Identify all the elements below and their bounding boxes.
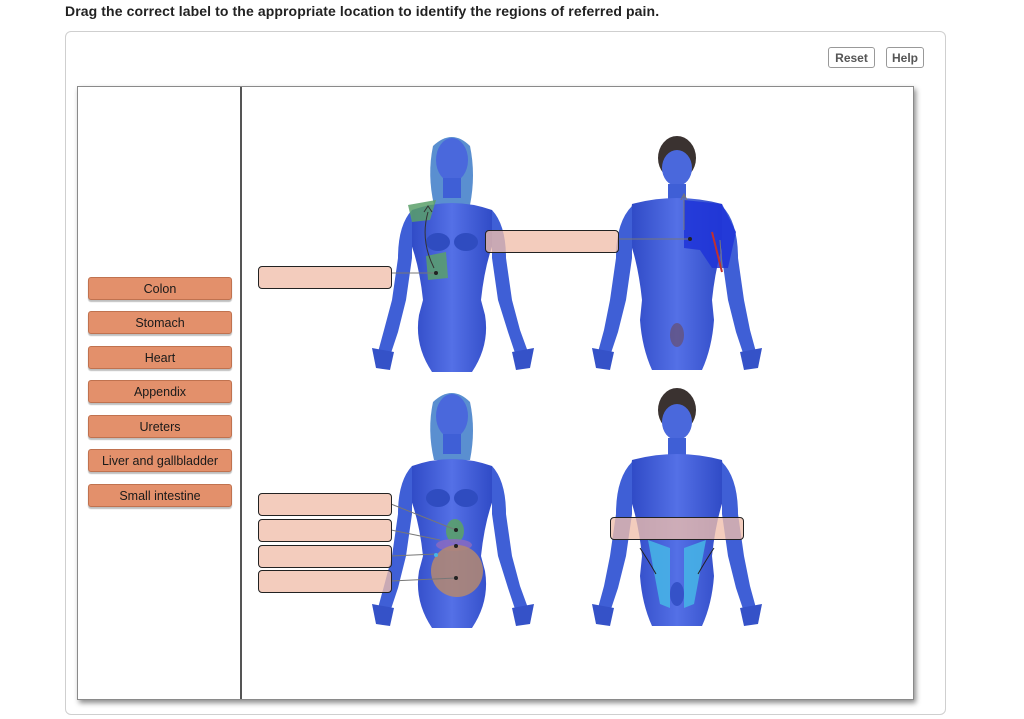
label-liver-and-gallbladder[interactable]: Liver and gallbladder — [88, 449, 232, 472]
label-ureters[interactable]: Ureters — [88, 415, 232, 438]
drop-zone-female-top[interactable] — [258, 266, 392, 289]
female-figure-bottom — [372, 393, 534, 628]
drop-zone-male-bottom[interactable] — [610, 517, 744, 540]
male-figure-bottom — [592, 388, 762, 626]
drop-zone-female-bottom-4[interactable] — [258, 570, 392, 593]
referred-pain-figures — [372, 136, 762, 628]
reset-button[interactable]: Reset — [828, 47, 875, 68]
label-heart[interactable]: Heart — [88, 346, 232, 369]
label-colon[interactable]: Colon — [88, 277, 232, 300]
label-stomach[interactable]: Stomach — [88, 311, 232, 334]
drop-zone-female-bottom-3[interactable] — [258, 545, 392, 568]
male-figure-top — [592, 136, 762, 370]
drop-zone-male-top[interactable] — [485, 230, 619, 253]
help-button[interactable]: Help — [886, 47, 924, 68]
instruction-text: Drag the correct label to the appropriat… — [65, 3, 660, 19]
label-appendix[interactable]: Appendix — [88, 380, 232, 403]
drop-zone-female-bottom-1[interactable] — [258, 493, 392, 516]
drop-zone-female-bottom-2[interactable] — [258, 519, 392, 542]
label-small-intestine[interactable]: Small intestine — [88, 484, 232, 507]
label-bank-divider — [240, 87, 242, 699]
female-figure-top — [372, 137, 534, 372]
